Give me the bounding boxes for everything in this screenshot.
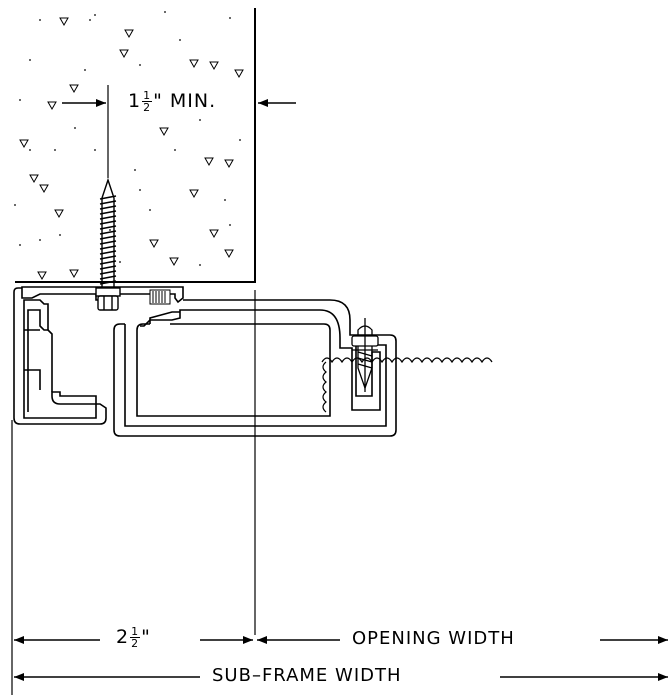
opening-width-label: OPENING WIDTH: [346, 628, 521, 649]
flashing-wave: [321, 357, 493, 413]
witness-lines: [11, 85, 109, 695]
min-embed-num: 1: [142, 89, 153, 102]
frame-offset-num: 1: [130, 625, 141, 638]
min-embed-suffix: " MIN.: [153, 90, 217, 112]
min-embed-den: 2: [143, 101, 152, 114]
min-embed-whole: 1: [128, 90, 142, 112]
frame-offset-den: 2: [131, 637, 140, 650]
sub-frame-width-label: SUB–FRAME WIDTH: [206, 665, 408, 686]
concrete-hatch: [14, 11, 244, 281]
gasket-block: [149, 289, 171, 305]
concrete-wall: [14, 8, 256, 283]
receptor-extrusion: [113, 299, 397, 437]
frame-offset-whole: 2: [116, 626, 130, 648]
anchor-screw-icon: [95, 177, 121, 311]
dimension-arrows: [14, 99, 668, 681]
frame-offset-suffix: ": [141, 626, 151, 648]
fastener-icon: [351, 318, 379, 392]
